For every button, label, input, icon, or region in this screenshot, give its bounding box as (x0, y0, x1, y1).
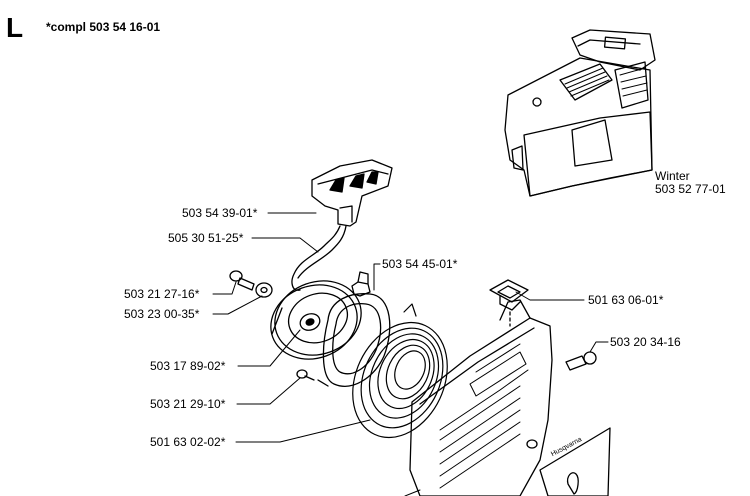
pawl-housing (317, 271, 391, 387)
winter-kit-name: Winter (655, 169, 690, 183)
decal (539, 427, 611, 496)
rope-pulley (270, 280, 362, 360)
starter-handle (311, 159, 393, 227)
label-washer: 503 23 00-35* (124, 307, 200, 321)
cover-screw (565, 351, 597, 371)
label-housing-screw: 503 21 29-10* (150, 397, 226, 411)
label-pawl-housing: 503 54 45-01* (382, 257, 458, 271)
complete-assembly-note: *compl 503 54 16-01 (46, 20, 161, 34)
section-letter: L (6, 12, 24, 43)
cover-bushing (489, 279, 529, 327)
label-pulley-screw: 503 21 27-16* (124, 287, 200, 301)
housing-screw (296, 369, 315, 381)
label-bushing: 501 63 06-01* (588, 293, 664, 307)
label-pulley: 503 17 89-02* (150, 359, 226, 373)
pulley-washer (255, 282, 273, 298)
label-rope: 505 30 51-25* (168, 231, 244, 245)
label-handle: 503 54 39-01* (182, 206, 258, 220)
winter-kit-cover (504, 29, 656, 197)
label-cover-screw: 503 20 34-16 (610, 335, 681, 349)
recoil-spring (352, 303, 448, 439)
label-spring: 501 63 02-02* (150, 435, 226, 449)
starter-rope (291, 225, 347, 291)
pulley-screw (229, 270, 255, 291)
leader-lines (212, 212, 609, 496)
winter-kit-part-no: 503 52 77-01 (655, 182, 726, 196)
